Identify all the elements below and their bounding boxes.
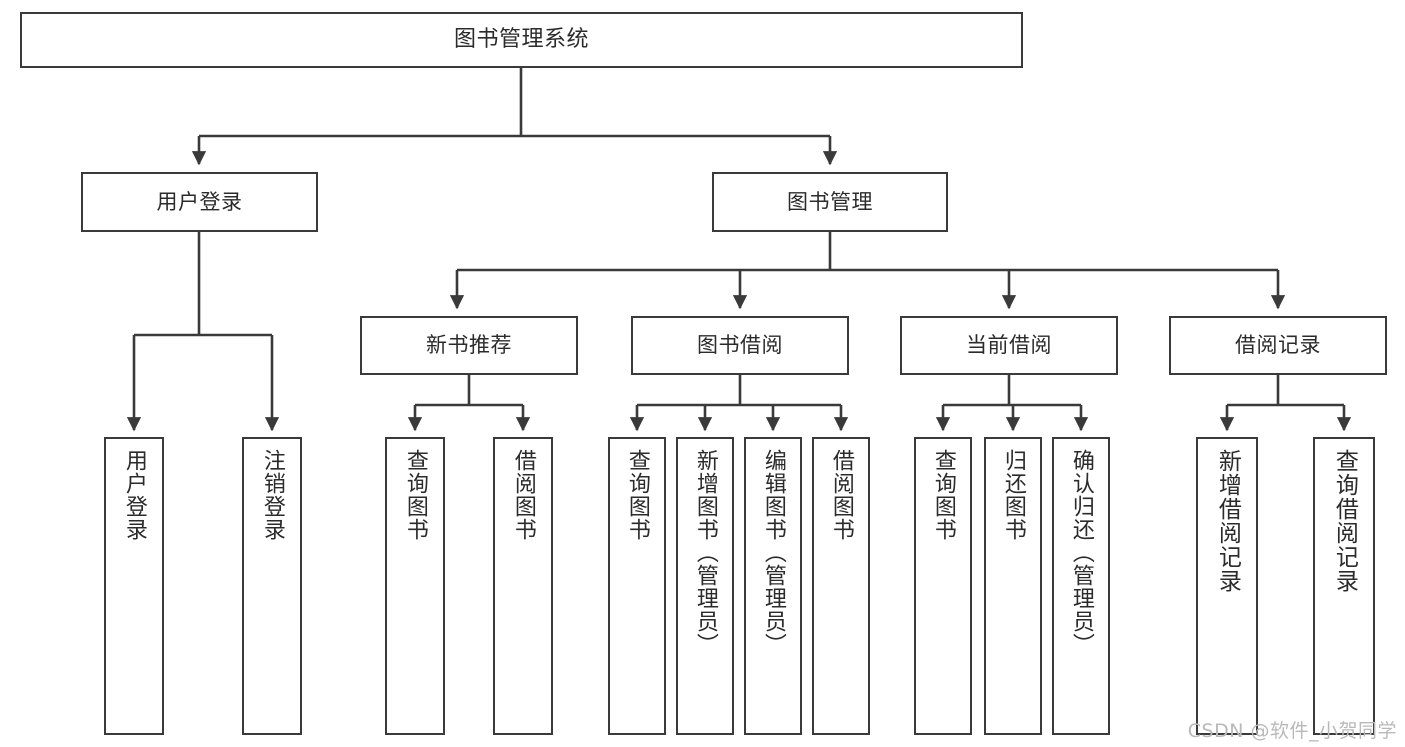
- node-label: 借阅图书: [510, 449, 536, 541]
- leaf-user-login-logout[interactable]: 注销登录: [242, 437, 302, 735]
- node-book-management[interactable]: 图书管理: [712, 172, 948, 232]
- leaf-borrow-record-query[interactable]: 查询借阅记录: [1313, 437, 1375, 735]
- leaf-book-borrow-query[interactable]: 查询图书: [608, 437, 666, 735]
- leaf-user-login-login[interactable]: 用户登录: [104, 437, 164, 735]
- node-new-book-recommend[interactable]: 新书推荐: [360, 316, 578, 375]
- node-borrow-record[interactable]: 借阅记录: [1169, 316, 1387, 375]
- node-label: 借阅记录: [1235, 333, 1321, 358]
- node-user-login[interactable]: 用户登录: [81, 172, 318, 232]
- node-label: 查询图书: [930, 449, 956, 541]
- node-label: 图书借阅: [697, 333, 783, 358]
- node-current-borrow[interactable]: 当前借阅: [900, 316, 1118, 375]
- node-root-book-management-system[interactable]: 图书管理系统: [20, 12, 1023, 68]
- csdn-watermark: CSDN @软件_小贺同学: [1187, 720, 1397, 742]
- leaf-book-borrow-borrow-book[interactable]: 借阅图书: [812, 437, 870, 735]
- leaf-book-borrow-add-book[interactable]: 新增图书（管理员）: [676, 437, 734, 735]
- node-label: 图书管理系统: [453, 27, 589, 53]
- node-label: 用户登录: [121, 449, 147, 541]
- node-label: 查询图书: [402, 449, 428, 541]
- leaf-new-book-borrow[interactable]: 借阅图书: [493, 437, 553, 735]
- node-label: 新增借阅记录: [1214, 449, 1241, 593]
- node-label: 借阅图书: [828, 449, 854, 541]
- node-label: 用户登录: [156, 189, 243, 214]
- leaf-book-borrow-edit-book[interactable]: 编辑图书（管理员）: [744, 437, 802, 735]
- node-label: 查询图书: [624, 449, 650, 541]
- node-label: 查询借阅记录: [1331, 449, 1358, 593]
- node-label: 注销登录: [259, 449, 285, 541]
- leaf-borrow-record-add[interactable]: 新增借阅记录: [1196, 437, 1258, 735]
- leaf-new-book-query[interactable]: 查询图书: [385, 437, 445, 735]
- node-label: 新书推荐: [426, 333, 512, 358]
- node-label: 确认归还（管理员）: [1068, 449, 1094, 656]
- leaf-current-borrow-query[interactable]: 查询图书: [914, 437, 972, 735]
- node-label: 图书管理: [787, 189, 873, 214]
- leaf-current-borrow-return[interactable]: 归还图书: [984, 437, 1042, 735]
- node-label: 归还图书: [1000, 449, 1026, 541]
- node-label: 编辑图书（管理员）: [760, 449, 786, 656]
- node-label: 新增图书（管理员）: [692, 449, 718, 656]
- node-book-borrow[interactable]: 图书借阅: [631, 316, 849, 375]
- node-label: 当前借阅: [966, 333, 1052, 358]
- leaf-current-borrow-confirm-return[interactable]: 确认归还（管理员）: [1052, 437, 1110, 735]
